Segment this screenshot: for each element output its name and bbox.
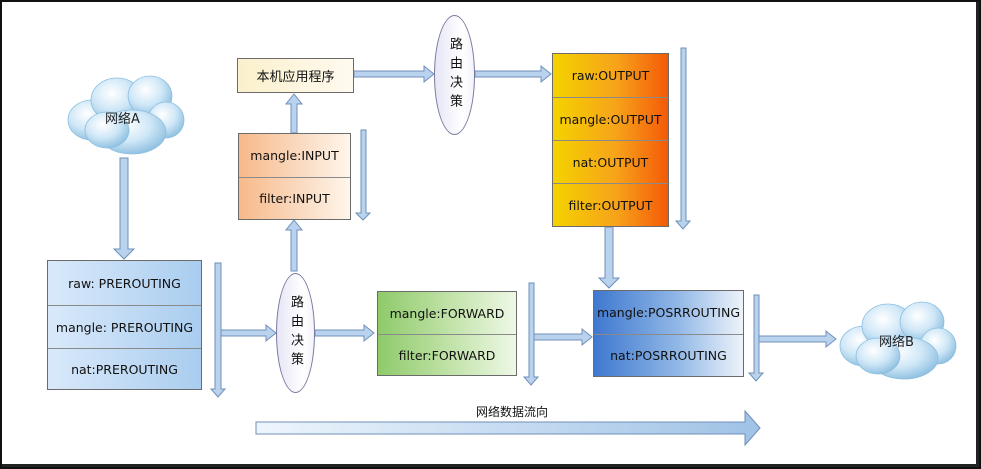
output-nat: nat:OUTPUT bbox=[553, 140, 668, 183]
input-chain: mangle:INPUT filter:INPUT bbox=[238, 133, 351, 220]
arrow-prerouting-side bbox=[209, 262, 227, 398]
arrow-forward-side bbox=[522, 282, 540, 386]
postrouting-chain: mangle:POSRROUTING nat:POSRROUTING bbox=[593, 290, 744, 377]
arrow-forward-to-postrouting bbox=[533, 327, 593, 347]
prerouting-chain: raw: PREROUTING mangle: PREROUTING nat:P… bbox=[47, 260, 202, 390]
input-mangle: mangle:INPUT bbox=[250, 148, 339, 163]
arrow-to-route1 bbox=[220, 323, 277, 343]
cloud-network-b bbox=[839, 301, 957, 380]
flow-direction-label: 网络数据流向 bbox=[476, 405, 549, 419]
forward-mangle: mangle:FORWARD bbox=[389, 305, 505, 321]
arrow-route1-to-forward bbox=[314, 323, 375, 343]
forward-filter: filter:FORWARD bbox=[378, 334, 516, 375]
local-application: 本机应用程序 bbox=[237, 58, 354, 93]
output-filter: filter:OUTPUT bbox=[553, 183, 668, 226]
postrouting-nat: nat:POSRROUTING bbox=[594, 334, 743, 376]
arrow-input-to-app bbox=[284, 93, 304, 134]
prerouting-mangle: mangle: PREROUTING bbox=[48, 305, 201, 348]
output-chain: raw:OUTPUT mangle:OUTPUT nat:OUTPUT filt… bbox=[552, 53, 669, 227]
arrow-output-side bbox=[674, 47, 692, 230]
postrouting-mangle: mangle:POSRROUTING bbox=[596, 305, 741, 320]
prerouting-raw: raw: PREROUTING bbox=[68, 275, 181, 291]
arrow-route2-to-output bbox=[474, 64, 552, 84]
prerouting-nat: nat:PREROUTING bbox=[48, 348, 201, 389]
cloud-network-b-label: 网络B bbox=[879, 335, 914, 350]
output-mangle: mangle:OUTPUT bbox=[553, 97, 668, 140]
routing-decision-2: 路由决策 bbox=[434, 15, 475, 135]
arrow-route1-to-input bbox=[284, 219, 304, 272]
routing-decision-1-label: 路由决策 bbox=[288, 295, 303, 371]
input-filter: filter:INPUT bbox=[239, 177, 350, 219]
flow-direction-arrow bbox=[255, 409, 761, 447]
arrow-output-to-postrouting bbox=[597, 226, 621, 289]
arrow-app-to-route2 bbox=[353, 64, 435, 84]
output-raw: raw:OUTPUT bbox=[571, 68, 650, 83]
cloud-network-a bbox=[67, 75, 185, 155]
arrow-postrouting-to-netB bbox=[758, 329, 837, 349]
arrow-netA-to-prerouting bbox=[112, 157, 136, 260]
routing-decision-2-label: 路由决策 bbox=[447, 37, 462, 113]
forward-chain: mangle:FORWARD filter:FORWARD bbox=[377, 291, 517, 376]
routing-decision-1: 路由决策 bbox=[276, 273, 315, 393]
arrow-postrouting-side bbox=[747, 294, 765, 382]
arrow-input-side bbox=[354, 129, 372, 221]
cloud-network-a-label: 网络A bbox=[105, 112, 140, 127]
